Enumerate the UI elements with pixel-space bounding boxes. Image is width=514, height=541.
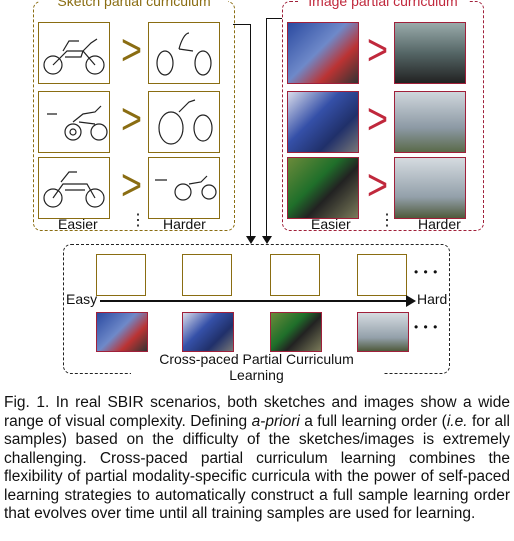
- harder-label-image: Harder: [418, 216, 461, 232]
- caption-part1: Fig. 1. In real SBIR scenarios, both ske…: [4, 394, 510, 430]
- row-dots-top: • • •: [414, 265, 439, 279]
- sketch-hard-1: [148, 22, 220, 84]
- photo-easy-2: [287, 91, 359, 153]
- cross-paced-title: Cross-paced Partial Curriculum Learning: [130, 351, 383, 383]
- chevron-right-icon: >: [121, 159, 143, 209]
- ellipsis-sketch: ⋮: [130, 212, 147, 229]
- connector-image: [266, 18, 267, 240]
- arrowheads: [246, 236, 272, 244]
- sketch-curriculum-panel: Sketch partial curriculum: [33, 0, 235, 231]
- caption-part2: a full learning order (: [299, 412, 447, 430]
- caption-part3: for all samples) based on the difficulty…: [4, 412, 510, 523]
- mixed-photo-4: [357, 312, 409, 352]
- arrowhead-right-icon: [406, 295, 416, 307]
- caption-em2: i.e.: [446, 412, 468, 430]
- caption-em1: a-priori: [251, 412, 300, 430]
- photo-easy-3: [287, 157, 359, 219]
- image-curriculum-panel: Image partial curriculum: [282, 0, 484, 231]
- sketch-hard-3: [148, 157, 220, 219]
- easy-label: Easy: [66, 291, 98, 307]
- mixed-photo-3: [270, 312, 322, 352]
- chevron-right-icon: >: [367, 159, 389, 209]
- easier-label-image: Easier: [311, 216, 351, 232]
- mixed-sketch-1: [96, 254, 146, 296]
- chevron-right-icon: >: [121, 24, 143, 74]
- harder-label-sketch: Harder: [163, 216, 206, 232]
- easy-hard-arrow: [100, 300, 408, 302]
- mixed-sketch-3: [270, 254, 320, 296]
- chevron-right-icon: >: [367, 24, 389, 74]
- chevron-right-icon: >: [121, 93, 143, 143]
- sketch-easy-3: [38, 157, 110, 219]
- connector-sketch: [250, 24, 251, 240]
- sketch-easy-2: [38, 91, 110, 153]
- photo-easy-1: [287, 22, 359, 84]
- mixed-photo-1: [96, 312, 148, 352]
- cross-paced-panel: Cross-paced Partial Curriculum Learning: [63, 244, 450, 383]
- hard-label: Hard: [417, 291, 448, 307]
- ellipsis-image: ⋮: [379, 212, 396, 229]
- photo-hard-1: [394, 22, 466, 84]
- sketch-easy-1: [38, 22, 110, 84]
- connector-sketch-stub: [233, 24, 251, 25]
- figure-caption: Fig. 1. In real SBIR scenarios, both ske…: [4, 394, 510, 524]
- photo-hard-3: [394, 157, 466, 219]
- mixed-sketch-4: [357, 254, 407, 296]
- row-dots-bottom: • • •: [414, 320, 439, 334]
- mixed-photo-2: [182, 312, 234, 352]
- mixed-sketch-2: [182, 254, 232, 296]
- chevron-right-icon: >: [367, 93, 389, 143]
- photo-hard-2: [394, 91, 466, 153]
- sketch-hard-2: [148, 91, 220, 153]
- connector-image-stub: [266, 18, 282, 19]
- sketch-panel-title: Sketch partial curriculum: [40, 0, 228, 9]
- image-panel-title: Image partial curriculum: [298, 0, 468, 9]
- easier-label-sketch: Easier: [58, 216, 98, 232]
